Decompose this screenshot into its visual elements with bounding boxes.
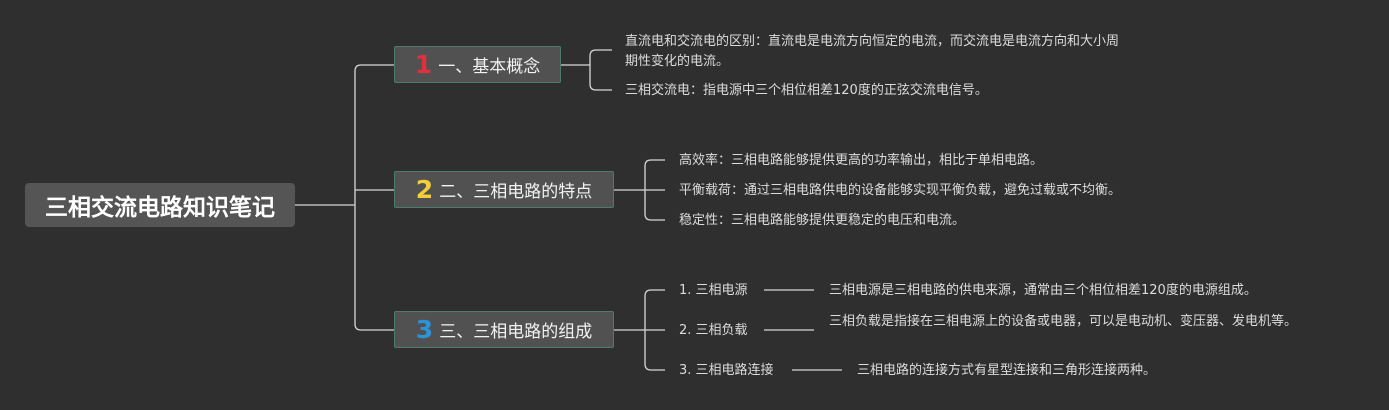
root-topic[interactable]: 三相交流电路知识笔记 — [25, 183, 295, 227]
leaf-stability[interactable]: 稳定性：三相电路能够提供更稳定的电压和电流。 — [679, 213, 966, 228]
leaf-load-detail[interactable]: 三相负载是指接在三相电源上的设备或电器，可以是电动机、变压器、发电机等。 — [829, 314, 1298, 329]
branch-label: 一、基本概念 — [438, 57, 541, 77]
leaf-power-source-detail[interactable]: 三相电源是三相电路的供电来源，通常由三个相位相差120度的电源组成。 — [829, 283, 1257, 298]
number-badge-2: 2 — [415, 175, 434, 204]
leaf-connection-detail[interactable]: 三相电路的连接方式有星型连接和三角形连接两种。 — [857, 363, 1157, 378]
root-title: 三相交流电路知识笔记 — [45, 195, 275, 221]
number-badge-1: 1 — [414, 50, 433, 79]
leaf-connection[interactable]: 3. 三相电路连接 — [679, 363, 774, 378]
branch-characteristics[interactable]: 2 二、三相电路的特点 — [394, 171, 614, 208]
leaf-balanced-load[interactable]: 平衡载荷：通过三相电路供电的设备能够实现平衡负载，避免过载或不均衡。 — [679, 183, 1122, 198]
branch-label: 二、三相电路的特点 — [439, 182, 593, 202]
leaf-dc-vs-ac[interactable]: 直流电和交流电的区别：直流电是电流方向恒定的电流，而交流电是电流方向和大小周期性… — [625, 34, 1120, 69]
number-badge-3: 3 — [415, 315, 434, 344]
branch-label: 三、三相电路的组成 — [439, 322, 593, 342]
branch-composition[interactable]: 3 三、三相电路的组成 — [394, 311, 614, 348]
leaf-load[interactable]: 2. 三相负载 — [679, 323, 748, 338]
branch-basic-concepts[interactable]: 1 一、基本概念 — [394, 46, 561, 83]
leaf-high-efficiency[interactable]: 高效率：三相电路能够提供更高的功率输出，相比于单相电路。 — [679, 153, 1044, 168]
leaf-three-phase-ac[interactable]: 三相交流电：指电源中三个相位相差120度的正弦交流电信号。 — [625, 83, 988, 98]
leaf-power-source[interactable]: 1. 三相电源 — [679, 283, 748, 298]
